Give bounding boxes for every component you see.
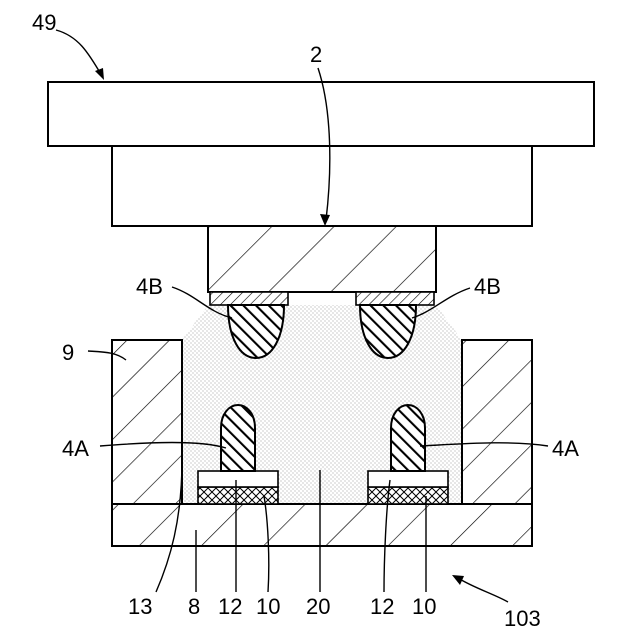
chip-pad-left [210,292,288,305]
label-13: 13 [128,594,152,619]
label-4A-right: 4A [552,436,579,461]
leader-2-arrowhead [320,214,330,226]
label-4B-left: 4B [136,274,163,299]
frame-wall-9-left [112,340,182,504]
label-103: 103 [504,606,541,631]
label-4A-left: 4A [62,436,89,461]
bump-4A-left [221,405,255,471]
electrode-12-left [198,471,278,487]
chip-2 [208,226,436,292]
electrode-10-left [198,487,278,504]
leader-103 [458,578,508,602]
label-4B-right: 4B [474,274,501,299]
bump-4A-right [391,405,425,471]
label-49: 49 [32,10,56,35]
leader-49-arrowhead [95,68,104,80]
label-9: 9 [62,340,74,365]
label-2: 2 [310,42,322,67]
electrode-12-right [368,471,448,487]
leader-103-arrowhead [452,575,464,585]
head-block [112,146,532,226]
leader-2 [318,68,330,220]
label-12-left: 12 [218,594,242,619]
label-12-right: 12 [370,594,394,619]
frame-wall-right [462,340,532,504]
chip-pad-right [356,292,434,305]
electrode-10-right [368,487,448,504]
label-20: 20 [306,594,330,619]
label-10-left: 10 [256,594,280,619]
substrate-8 [112,504,532,546]
label-8: 8 [188,594,200,619]
bonding-head-49 [48,82,594,146]
leader-49 [56,30,102,76]
label-10-right: 10 [412,594,436,619]
